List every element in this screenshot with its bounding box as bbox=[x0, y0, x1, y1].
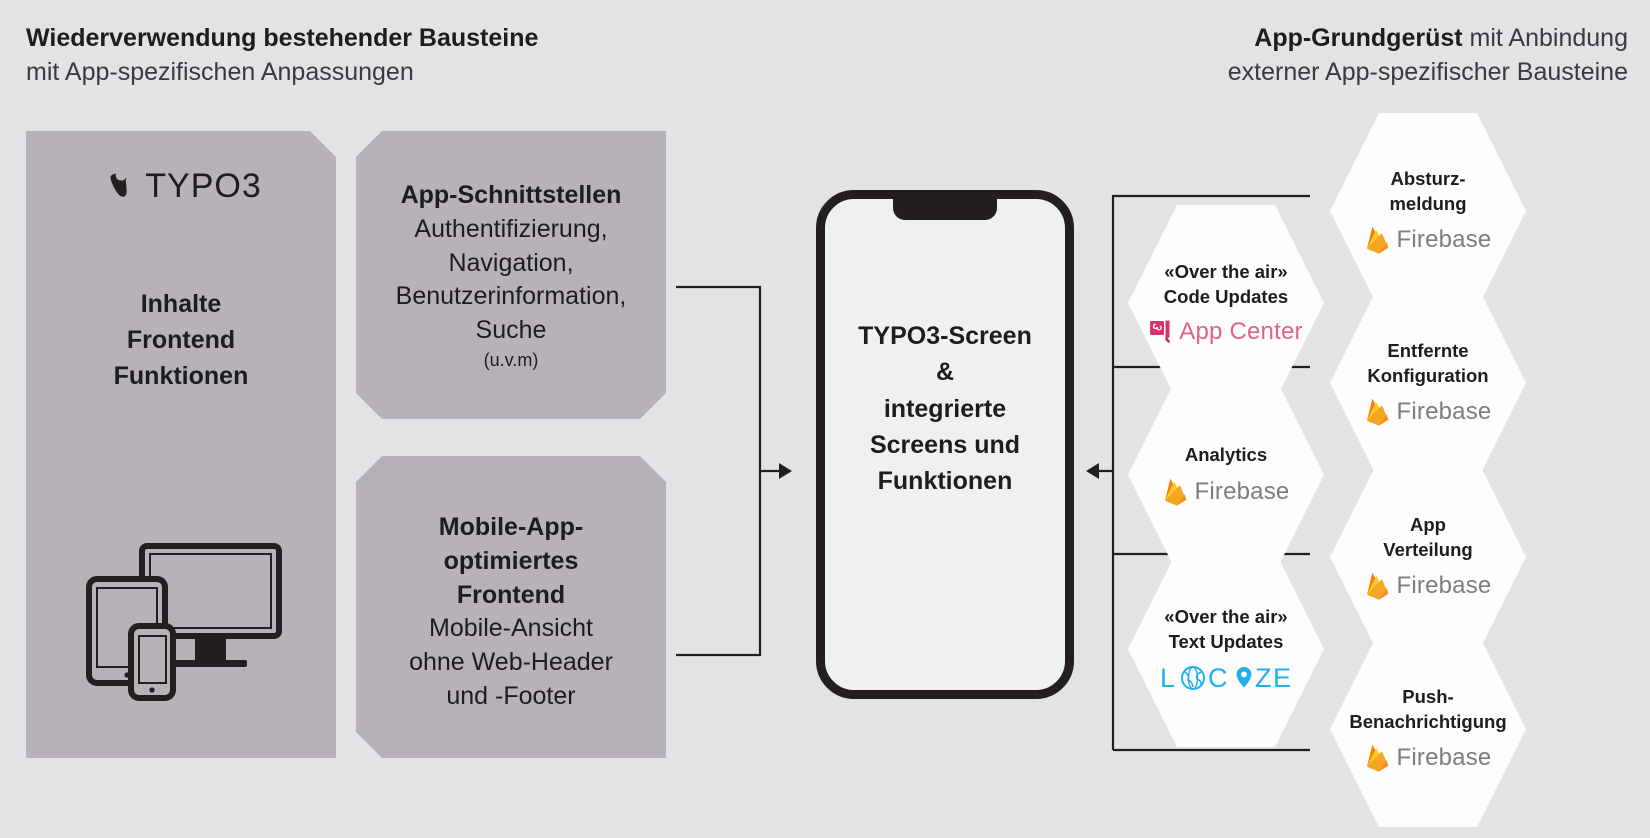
hexagon-analytics-brand: Firebase bbox=[1163, 477, 1290, 507]
header-left: Wiederverwendung bestehender Bausteine m… bbox=[26, 22, 538, 90]
panel-mobile-frontend-body: Mobile-App- optimiertes Frontend Mobile-… bbox=[370, 511, 652, 714]
devices-monitor-tablet-phone-icon bbox=[68, 519, 294, 721]
hexagon-analytics-caption-line-1: Analytics bbox=[1184, 444, 1268, 466]
hexagon-push-caption-line-2: Benachrichtigung bbox=[1349, 710, 1507, 732]
header-right: App-Grundgerüst mit Anbindung externer A… bbox=[1228, 22, 1628, 90]
header-right-sub: externer App-spezifischer Bausteine bbox=[1227, 57, 1628, 86]
hexagon-push-caption-line-1: Push- bbox=[1402, 686, 1454, 708]
phone-line-2: & bbox=[935, 358, 955, 387]
interfaces-title: App-Schnittstellen bbox=[400, 181, 622, 209]
hexagon-ota-text-caption: «Over the air»Text Updates bbox=[1164, 605, 1287, 654]
hexagon-crash-caption-line-2: meldung bbox=[1389, 192, 1467, 214]
firebase-flame-icon bbox=[1164, 478, 1186, 506]
firebase-flame-icon bbox=[1366, 398, 1388, 426]
hexagon-analytics-caption: Analytics bbox=[1185, 443, 1267, 467]
app-center-icon bbox=[1150, 320, 1170, 344]
hexagon-push-brand: Firebase bbox=[1365, 743, 1492, 773]
hexagon-crash-caption: Absturz-meldung bbox=[1389, 167, 1466, 216]
firebase-wordmark: Firebase bbox=[1194, 477, 1290, 505]
header-left-sub: mit App-spezifischen Anpassungen bbox=[26, 57, 414, 86]
hexagon-ota-text-brand: L C ZE bbox=[1160, 663, 1292, 693]
firebase-wordmark: Firebase bbox=[1396, 225, 1492, 253]
frontend-line-2: ohne Web-Header bbox=[409, 648, 613, 676]
firebase-flame-icon bbox=[1366, 226, 1388, 254]
frontend-title-3: Frontend bbox=[456, 580, 566, 609]
typo3-logo-icon bbox=[100, 168, 136, 206]
panel-typo3: TYPO3 Inhalte Frontend Funktionen bbox=[26, 131, 336, 758]
panel-app-schnittstellen: App-Schnittstellen Authentifizierung, Na… bbox=[356, 131, 666, 419]
svg-text:ZE: ZE bbox=[1255, 663, 1292, 693]
firebase-flame-icon bbox=[1366, 744, 1388, 772]
panel-mobile-frontend: Mobile-App- optimiertes Frontend Mobile-… bbox=[356, 456, 666, 758]
devices-illustration bbox=[26, 519, 336, 721]
interfaces-line-3: Benutzerinformation, bbox=[395, 282, 627, 311]
phone-line-4: Screens und bbox=[869, 430, 1021, 459]
svg-text:L: L bbox=[1160, 663, 1177, 693]
hexagon-ota-code-brand: App Center bbox=[1149, 317, 1303, 346]
phone-line-1: TYPO3-Screen bbox=[858, 322, 1032, 350]
app-center-wordmark: App Center bbox=[1179, 317, 1303, 345]
hexagon-distrib-caption-line-1: App bbox=[1410, 514, 1446, 536]
frontend-line-1: Mobile-Ansicht bbox=[429, 614, 593, 643]
hexagon-distrib-brand: Firebase bbox=[1365, 571, 1492, 601]
hexagon-crash-brand: Firebase bbox=[1365, 225, 1492, 255]
phone-line-5: Funktionen bbox=[877, 467, 1013, 495]
firebase-wordmark: Firebase bbox=[1396, 571, 1492, 599]
left-bracket bbox=[676, 285, 790, 657]
typo3-logo-wordmark: TYPO3 bbox=[145, 167, 262, 205]
locize-logo-icon: L C ZE bbox=[1160, 663, 1292, 693]
hexagon-remote-caption-line-2: Konfiguration bbox=[1367, 364, 1489, 386]
arrow-right-icon bbox=[779, 463, 792, 479]
header-left-strong: Wiederverwendung bestehender Bausteine bbox=[26, 24, 539, 52]
firebase-wordmark: Firebase bbox=[1396, 397, 1492, 425]
hexagon-distrib-caption-line-2: Verteilung bbox=[1383, 538, 1473, 560]
hexagon-ota-code-caption: «Over the air»Code Updates bbox=[1164, 260, 1288, 309]
header-right-strong: App-Grundgerüst mit Anbindung bbox=[1254, 24, 1628, 52]
panel-app-schnittstellen-body: App-Schnittstellen Authentifizierung, Na… bbox=[370, 179, 652, 373]
frontend-line-3: und -Footer bbox=[446, 681, 576, 710]
typo3-line-inhalte: Inhalte bbox=[140, 290, 222, 318]
hexagon-ota-code-caption-line-1: «Over the air» bbox=[1164, 261, 1288, 283]
phone-notch bbox=[893, 198, 997, 220]
typo3-line-funktionen: Funktionen bbox=[113, 361, 249, 390]
phone-screen-text: TYPO3-Screen & integrierte Screens und F… bbox=[835, 318, 1055, 499]
hexagon-push-caption: Push-Benachrichtigung bbox=[1349, 685, 1506, 734]
frontend-title-1: Mobile-App- bbox=[438, 513, 584, 541]
firebase-wordmark: Firebase bbox=[1396, 743, 1492, 771]
hexagon-crash-caption-line-1: Absturz- bbox=[1390, 168, 1466, 190]
hexagon-ota-text-caption-line-2: Text Updates bbox=[1168, 630, 1284, 652]
interfaces-line-4: Suche bbox=[475, 316, 547, 344]
typo3-line-frontend: Frontend bbox=[126, 325, 236, 354]
phone-mockup: TYPO3-Screen & integrierte Screens und F… bbox=[816, 190, 1074, 699]
phone-line-3: integrierte bbox=[883, 394, 1007, 423]
interfaces-line-1: Authentifizierung, bbox=[414, 214, 608, 243]
frontend-title-2: optimiertes bbox=[443, 546, 579, 575]
arrow-left-icon bbox=[1086, 463, 1099, 479]
hexagon-ota-text-caption-line-1: «Over the air» bbox=[1164, 606, 1288, 628]
hexagon-ota-code-caption-line-2: Code Updates bbox=[1163, 285, 1289, 307]
firebase-flame-icon bbox=[1366, 572, 1388, 600]
interfaces-line-2: Navigation, bbox=[448, 248, 574, 277]
interfaces-note: (u.v.m) bbox=[483, 349, 539, 370]
hexagon-remote-caption-line-1: Entfernte bbox=[1387, 340, 1469, 362]
hexagon-remote-brand: Firebase bbox=[1365, 397, 1492, 427]
svg-text:C: C bbox=[1208, 663, 1229, 693]
typo3-logo: TYPO3 bbox=[26, 167, 336, 206]
typo3-feature-list: Inhalte Frontend Funktionen bbox=[26, 287, 336, 394]
